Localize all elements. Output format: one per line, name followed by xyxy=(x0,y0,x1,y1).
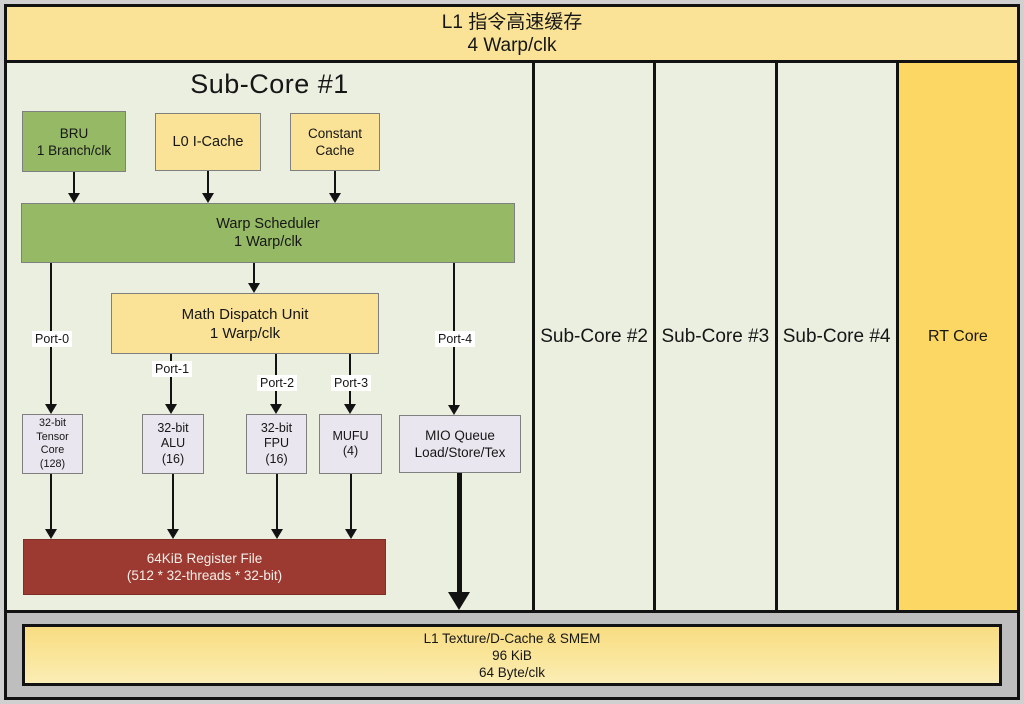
arrowhead-port0 xyxy=(45,404,57,414)
register-file-line1: 64KiB Register File xyxy=(146,551,263,566)
mufu-box: MUFU (4) xyxy=(319,414,382,474)
arrowhead-port1 xyxy=(165,404,177,414)
port-4-label: Port-4 xyxy=(434,331,476,347)
mufu-line1: MUFU xyxy=(332,428,369,443)
connector-port1 xyxy=(170,354,172,404)
arrowhead-port4 xyxy=(448,405,460,415)
arrowhead-tensor-regfile xyxy=(45,529,57,539)
mio-queue-line1: MIO Queue xyxy=(425,428,495,443)
connector-alu-regfile xyxy=(172,474,174,529)
alu-line1: 32-bit xyxy=(157,420,189,435)
arrowhead-fpu-regfile xyxy=(271,529,283,539)
alu-line3: (16) xyxy=(161,451,185,466)
sub-core-4-label: Sub-Core #4 xyxy=(782,325,891,347)
arrowhead-cc-warp xyxy=(329,193,341,203)
arrowhead-mio-l1tex xyxy=(448,592,470,610)
arrowhead-port2 xyxy=(270,404,282,414)
connector-cc-warp xyxy=(334,171,336,193)
mufu-line2: (4) xyxy=(342,444,359,458)
rt-core-panel: RT Core xyxy=(898,63,1017,610)
connector-mio-l1tex xyxy=(457,473,462,592)
l1-texture-cache-label: L1 Texture/D-Cache & SMEM xyxy=(423,630,601,646)
l1-texture-cache-strip: L1 Texture/D-Cache & SMEM 96 KiB 64 Byte… xyxy=(7,613,1017,697)
l0-icache-label: L0 I-Cache xyxy=(172,134,244,150)
connector-l0-warp xyxy=(207,171,209,193)
connector-fpu-regfile xyxy=(276,474,278,529)
register-file-line2: (512 * 32-threads * 32-bit) xyxy=(126,568,283,583)
bru-label: BRU xyxy=(59,125,89,141)
warp-scheduler-rate: 1 Warp/clk xyxy=(234,234,302,250)
sub-core-4-panel: Sub-Core #4 xyxy=(777,63,899,610)
arrowhead-warp-math xyxy=(248,283,260,293)
tensor-core-line2: Tensor xyxy=(36,430,69,443)
alu-line2: ALU xyxy=(160,436,186,451)
tensor-core-line1: 32-bit xyxy=(38,417,66,429)
port-1-label: Port-1 xyxy=(151,361,193,377)
arrowhead-port3 xyxy=(344,404,356,414)
sub-core-1-panel: Sub-Core #1 BRU 1 Branch/clk L0 I-Cache … xyxy=(7,63,535,610)
l0-icache-box: L0 I-Cache xyxy=(155,113,261,171)
register-file-box: 64KiB Register File (512 * 32-threads * … xyxy=(23,539,386,595)
l1-texture-cache-box: L1 Texture/D-Cache & SMEM 96 KiB 64 Byte… xyxy=(22,624,1002,686)
port-3-label: Port-3 xyxy=(330,375,372,391)
constant-cache-label-1: Constant xyxy=(307,126,363,141)
fpu-box: 32-bit FPU (16) xyxy=(246,414,307,474)
arrowhead-alu-regfile xyxy=(167,529,179,539)
tensor-core-line4: (128) xyxy=(39,457,66,470)
sm-frame: L1 指令高速缓存 4 Warp/clk Sub-Core #1 BRU 1 B… xyxy=(4,4,1020,700)
l1-icache-rate: 4 Warp/clk xyxy=(467,34,557,56)
arrowhead-l0-warp xyxy=(202,193,214,203)
arrowhead-mufu-regfile xyxy=(345,529,357,539)
sub-core-2-label: Sub-Core #2 xyxy=(540,325,648,347)
tensor-core-box: 32-bit Tensor Core (128) xyxy=(22,414,83,474)
mio-queue-line2: Load/Store/Tex xyxy=(414,445,506,460)
mio-queue-box: MIO Queue Load/Store/Tex xyxy=(399,415,521,473)
warp-scheduler-label: Warp Scheduler xyxy=(216,216,320,232)
fpu-line3: (16) xyxy=(265,451,288,466)
l1-icache-title: L1 指令高速缓存 xyxy=(441,11,583,33)
connector-warp-math xyxy=(253,263,255,283)
l1-texture-cache-rate: 64 Byte/clk xyxy=(478,664,546,680)
bru-box: BRU 1 Branch/clk xyxy=(22,111,126,172)
sub-core-1-title: Sub-Core #1 xyxy=(190,69,349,99)
tensor-core-line3: Core xyxy=(40,444,65,456)
port-2-label: Port-2 xyxy=(256,375,298,391)
bru-rate: 1 Branch/clk xyxy=(36,142,112,158)
constant-cache-label-2: Cache xyxy=(315,143,355,158)
fpu-line1: 32-bit xyxy=(260,420,293,435)
warp-scheduler-box: Warp Scheduler 1 Warp/clk xyxy=(21,203,515,263)
port-0-label: Port-0 xyxy=(31,331,73,347)
sub-core-2-panel: Sub-Core #2 xyxy=(535,63,657,610)
constant-cache-box: Constant Cache xyxy=(290,113,380,171)
rt-core-label: RT Core xyxy=(927,327,988,345)
connector-mufu-regfile xyxy=(350,474,352,529)
sub-core-row: Sub-Core #1 BRU 1 Branch/clk L0 I-Cache … xyxy=(7,63,1017,613)
arrowhead-bru-warp xyxy=(68,193,80,203)
connector-tensor-regfile xyxy=(50,474,52,529)
l1-texture-cache-size: 96 KiB xyxy=(492,647,532,663)
sub-core-3-label: Sub-Core #3 xyxy=(661,325,770,347)
math-dispatch-label: Math Dispatch Unit xyxy=(181,305,309,323)
math-dispatch-rate: 1 Warp/clk xyxy=(209,324,281,342)
fpu-line2: FPU xyxy=(264,436,289,451)
l1-instruction-cache-bar: L1 指令高速缓存 4 Warp/clk xyxy=(7,7,1017,63)
math-dispatch-box: Math Dispatch Unit 1 Warp/clk xyxy=(111,293,379,354)
sub-core-3-panel: Sub-Core #3 xyxy=(656,63,778,610)
alu-box: 32-bit ALU (16) xyxy=(142,414,204,474)
connector-bru-warp xyxy=(73,172,75,193)
